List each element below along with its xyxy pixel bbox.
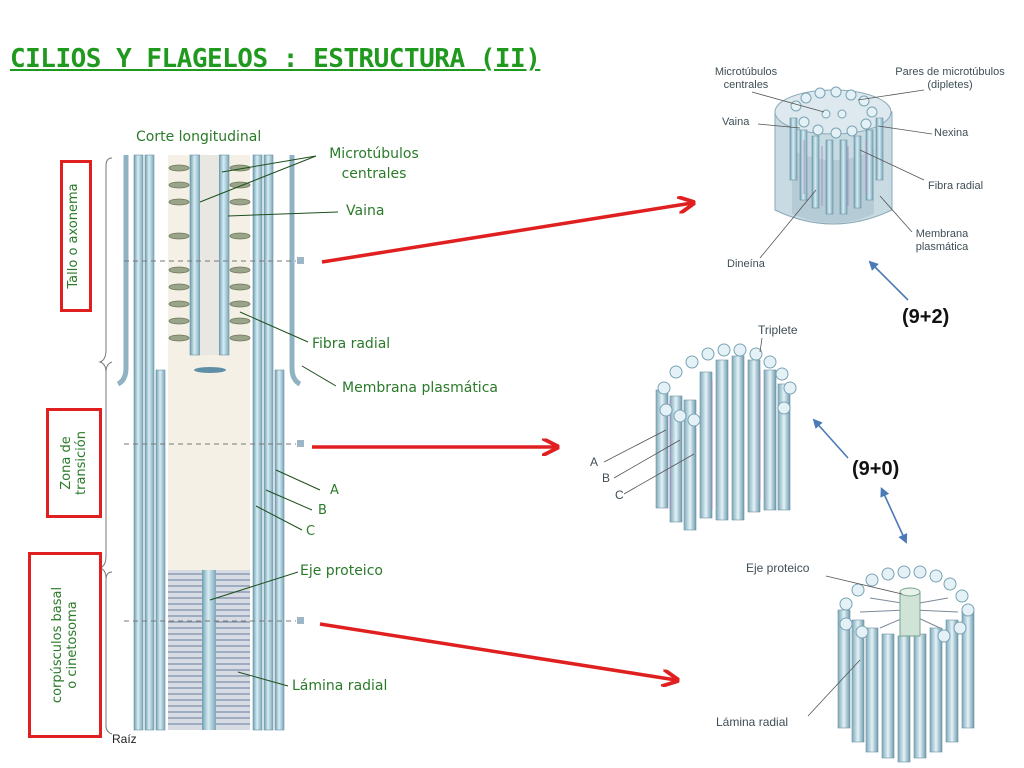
label-c: C bbox=[306, 524, 316, 539]
top-label-pares-line2: (dipletes) bbox=[927, 79, 973, 91]
zone-basal-box bbox=[28, 552, 102, 738]
longitudinal-section bbox=[98, 154, 339, 735]
top-label-membrana-line1: Membrana bbox=[915, 228, 969, 240]
figure-9-2 bbox=[751, 86, 933, 259]
leader-c bbox=[255, 505, 303, 531]
zone-transicion-box bbox=[46, 408, 102, 518]
leader-eje bbox=[209, 571, 299, 601]
heading-corte-longitudinal: Corte longitudinal bbox=[136, 129, 262, 145]
zone-tallo-box bbox=[60, 160, 92, 312]
formula-9-0: (9+0) bbox=[852, 458, 900, 480]
zone-transicion-line1: Zona de bbox=[59, 436, 74, 490]
mid-label-triplete: Triplete bbox=[758, 323, 798, 337]
arrow-to-9-2 bbox=[321, 203, 692, 264]
leader-a bbox=[275, 469, 321, 491]
top-label-microtubulos-line1: Microtúbulos bbox=[714, 66, 778, 78]
label-a: A bbox=[330, 483, 339, 498]
top-label-pares: Pares de microtúbulos (dipletes) bbox=[880, 66, 1020, 92]
top-label-microtubulos-line2: centrales bbox=[723, 79, 769, 91]
zone-transicion-label: Zona de transición bbox=[59, 413, 89, 513]
top-label-pares-line1: Pares de microtúbulos bbox=[895, 66, 1005, 78]
bottom-label-lamina: Lámina radial bbox=[716, 715, 789, 729]
leader-central-2 bbox=[199, 155, 317, 203]
leader-fibra bbox=[239, 311, 309, 343]
label-raiz: Raíz bbox=[112, 732, 137, 746]
formula-9-2: (9+2) bbox=[902, 306, 950, 328]
label-lamina-radial: Lámina radial bbox=[292, 678, 388, 694]
protein-axis-rod bbox=[202, 570, 216, 730]
arrow-to-basal bbox=[319, 622, 676, 680]
top-label-dineina: Dineína bbox=[727, 258, 765, 270]
figure-basal bbox=[807, 565, 975, 763]
top-label-microtubulos: Microtúbulos centrales bbox=[704, 66, 788, 92]
zone-basal-line2: o cinetosoma bbox=[65, 601, 80, 689]
leader-vaina bbox=[227, 211, 339, 217]
top-label-nexina: Nexina bbox=[934, 127, 969, 139]
blue-arrow-link bbox=[880, 487, 908, 544]
zone-basal-line1: corpúsculos basal bbox=[50, 586, 65, 704]
top-label-fibra: Fibra radial bbox=[928, 180, 984, 192]
mid-label-c: C bbox=[615, 488, 624, 502]
top-label-membrana-line2: plasmática bbox=[915, 241, 969, 253]
label-membrana-plasmatica: Membrana plasmática bbox=[342, 380, 498, 396]
zone-tallo-label: Tallo o axonema bbox=[66, 183, 81, 289]
blue-arrow-9-0 bbox=[812, 418, 849, 459]
leader-central-1 bbox=[221, 155, 317, 173]
label-fibra-radial: Fibra radial bbox=[312, 336, 391, 352]
label-b: B bbox=[318, 503, 327, 518]
label-microtubulos-centrales: Microtúbulos centrales bbox=[316, 144, 432, 184]
leader-lamina bbox=[237, 671, 289, 687]
zone-basal-label: corpúsculos basal o cinetosoma bbox=[50, 567, 80, 723]
top-label-vaina: Vaina bbox=[722, 116, 750, 128]
label-vaina: Vaina bbox=[346, 203, 385, 219]
blue-arrow-9-2 bbox=[868, 260, 909, 301]
label-eje-proteico: Eje proteico bbox=[300, 563, 383, 579]
page-title: CILIOS Y FLAGELOS : ESTRUCTURA (II) bbox=[10, 44, 541, 74]
bottom-label-eje: Eje proteico bbox=[746, 561, 810, 575]
label-microtubulos-line1: Microtúbulos bbox=[329, 146, 419, 162]
figure-9-0 bbox=[603, 337, 797, 531]
leader-b bbox=[265, 489, 313, 511]
leader-membrana bbox=[301, 365, 337, 387]
zone-transicion-line2: transición bbox=[74, 431, 89, 495]
mid-label-b: B bbox=[602, 471, 611, 485]
label-microtubulos-line2: centrales bbox=[341, 166, 407, 182]
top-label-membrana: Membrana plasmática bbox=[908, 228, 976, 254]
mid-label-a: A bbox=[590, 455, 599, 469]
